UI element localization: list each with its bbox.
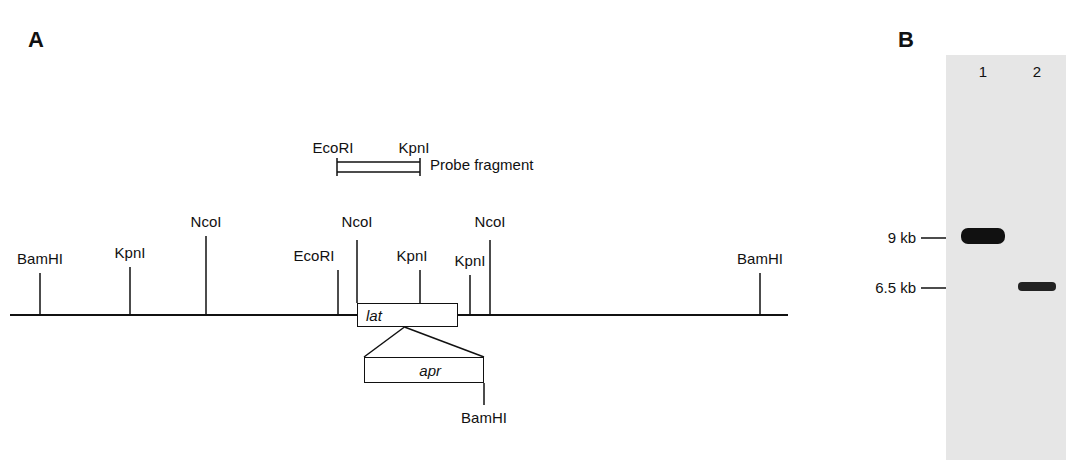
site-label: NcoI (191, 214, 222, 231)
gene-name: apr (419, 363, 441, 378)
panel-letter: B (898, 28, 914, 52)
site-label: EcoRI (294, 248, 335, 265)
insertion-line (364, 327, 404, 357)
gene-name: lat (366, 308, 382, 323)
size-marker: 9 kb (888, 230, 916, 247)
site-label: KpnI (115, 245, 146, 262)
gene-box: lat (357, 303, 458, 327)
insertion-line (404, 327, 484, 357)
panel-letter: A (28, 28, 44, 52)
site-label: BamHI (737, 251, 783, 268)
site-label: BamHI (17, 251, 63, 268)
site-label: BamHI (461, 410, 507, 427)
size-marker: 6.5 kb (875, 280, 916, 297)
site-label: KpnI (455, 253, 486, 270)
site-label: KpnI (397, 248, 428, 265)
site-label: EcoRI (313, 140, 354, 157)
site-label: NcoI (475, 214, 506, 231)
site-label: KpnI (399, 140, 430, 157)
gene-box: apr (364, 357, 484, 383)
probe-label: Probe fragment (430, 157, 533, 174)
site-label: NcoI (342, 214, 373, 231)
lane-number: 1 (979, 64, 987, 81)
lane-number: 2 (1033, 64, 1041, 81)
